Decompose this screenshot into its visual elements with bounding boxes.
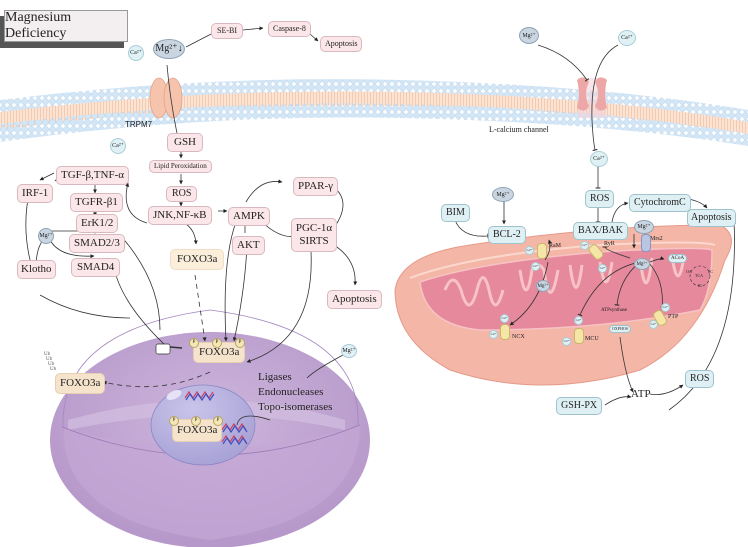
ca-ion-small: Ca²⁺: [574, 316, 583, 325]
ca-ion: Ca²⁺: [128, 45, 144, 61]
phospho-badge: P: [235, 338, 245, 348]
cell-membrane: [0, 79, 748, 146]
ca-ion-small: Ca²⁺: [531, 262, 540, 271]
pgc1a-sirts-node: PGC-1α SIRTS: [291, 218, 337, 252]
tca-label: TCA: [695, 273, 703, 278]
tca-cycle: [689, 265, 711, 287]
mg-ion: Mg²⁺: [38, 228, 54, 244]
ram-channel-icon: [537, 243, 547, 259]
l-calcium-channel-label: L-calcium channel: [489, 125, 549, 134]
apoptosis-node-right: Apoptosis: [687, 209, 736, 227]
acoa-node: ACoA: [668, 254, 688, 263]
lipid-peroxidation-node: Lipid Peroxidation: [149, 160, 212, 173]
mrs2-channel-icon: [641, 234, 651, 252]
enzyme-list: Ligases Endonucleases Topo-isomerases: [258, 370, 332, 415]
dna-strands: [184, 390, 248, 446]
se-bi-node: SE-BI: [211, 23, 243, 39]
enzyme-topoisomerases: Topo-isomerases: [258, 401, 333, 413]
mg-ion-inner: Mg²⁺: [536, 280, 550, 292]
mcu-label: MCU: [585, 336, 599, 342]
ca-ion-small: Ca²⁺: [500, 314, 509, 323]
ca-ion-small: Ca²⁺: [580, 241, 589, 250]
ca-ion-small: Ca²⁺: [598, 264, 607, 273]
sc-label: SC: [708, 269, 713, 274]
ub-label: Ub: [50, 367, 57, 372]
ub-label: Ub: [46, 357, 53, 362]
ca-ion: Ca²⁺: [110, 138, 126, 154]
ampk-node: AMPK: [228, 207, 270, 226]
foxo3a-exported-node: FOXO3a: [55, 373, 106, 394]
phospho-badge: P: [189, 338, 199, 348]
mg-ion-nucleus: Mg²⁺: [341, 344, 357, 358]
bcl2-node: BCL-2: [488, 226, 526, 244]
ros-node-right-bottom: ROS: [685, 370, 715, 388]
ca-ion-small: Ca²⁺: [525, 246, 534, 255]
klotho-node: Klotho: [17, 260, 56, 279]
ros-node-right-top: ROS: [585, 190, 615, 208]
ca-ion-small: Ca²⁺: [489, 330, 498, 339]
ic-label: IC: [698, 283, 702, 288]
ptp-label: PTP: [668, 314, 679, 320]
cytochrome-c-node: CytochromC: [629, 194, 691, 212]
pgc1a-label: PGC-1α: [295, 222, 333, 234]
irf1-node: IRF-1: [17, 184, 54, 203]
apoptosis-node-left: Apoptosis: [327, 290, 382, 309]
apoptosis-node-top: Apoptosis: [320, 36, 363, 52]
ros-node-left: ROS: [166, 186, 198, 202]
ryr-label: RyR: [604, 241, 615, 247]
atp-synthase-label: ATPsynthase: [601, 308, 628, 313]
trpm7-label: TRPM7: [125, 120, 153, 129]
phospho-badge: P: [213, 416, 223, 426]
bax-bak-node: BAX/BAK: [573, 222, 629, 240]
mitochondrion: [394, 224, 732, 386]
ca-ion-mid: Ca²⁺: [590, 151, 608, 167]
gsh-px-node: GSH-PX: [556, 397, 603, 415]
phospho-badge: P: [191, 416, 201, 426]
ncx-channel-icon: [500, 324, 510, 340]
pointing-hand-icon: [155, 343, 183, 355]
bim-node: BIM: [441, 204, 470, 222]
trpm7-channel: [149, 77, 183, 119]
ub-label: Ub: [48, 362, 55, 367]
mcu-channel-icon: [574, 328, 584, 344]
page-title: Magnesium Deficiency: [4, 10, 128, 42]
erk-node: ErK1/2: [76, 214, 119, 233]
ca-ion-small: Ca²⁺: [562, 337, 571, 346]
oxphos-label: OXPHOS: [609, 325, 632, 333]
enzyme-endonucleases: Endonucleases: [258, 386, 324, 398]
phospho-badge: P: [169, 416, 179, 426]
mg-ion-inner: Mg²⁺: [634, 258, 650, 270]
enzyme-ligases: Ligases: [258, 371, 292, 383]
jnk-nfkb-node: JNK,NF-κB: [148, 206, 212, 225]
mrs2-label: Mrs2: [650, 236, 663, 242]
akt-node: AKT: [232, 236, 265, 255]
foxo3a-cytoplasm-node: FOXO3a: [170, 249, 225, 270]
mg-ion-top-right: Mg²⁺: [519, 27, 539, 44]
gsh-node: GSH: [167, 133, 204, 152]
phospho-badge: P: [212, 338, 222, 348]
smad23-node: SMAD2/3: [69, 234, 125, 253]
mg-ion-deficiency: Mg²⁺↓: [153, 39, 185, 59]
tgf-tnf-node: TGF-β,TNF-α: [56, 166, 129, 185]
caspase8-node: Caspase-8: [268, 21, 311, 37]
ca-ion-small: Ca²⁺: [661, 303, 670, 312]
ub-label: Ub: [44, 352, 51, 357]
smad4-node: SMAD4: [71, 258, 121, 277]
ca-ion-top-right: Ca²⁺: [618, 30, 636, 46]
tgfr-node: TGFR-β1: [70, 193, 123, 212]
ram-label: RaM: [549, 243, 561, 249]
ubiquitin-chain: Ub Ub Ub Ub: [44, 352, 56, 372]
mg-ion-bcl: Mg²⁺: [492, 187, 514, 202]
mg-ion-mrs: Mg²⁺: [634, 220, 654, 234]
ncx-label: NCX: [512, 334, 525, 340]
ppar-node: PPAR-γ: [293, 177, 339, 196]
oa-label: OA: [686, 269, 692, 274]
atp-label: ATP: [631, 388, 651, 400]
sirts-label: SIRTS: [299, 235, 329, 247]
